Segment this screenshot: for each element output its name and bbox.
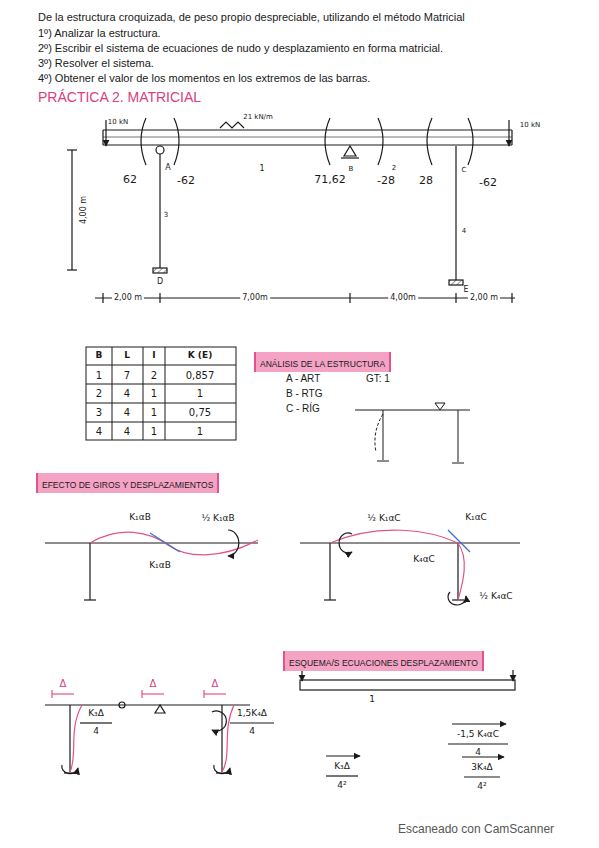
- table-cell: 4: [124, 388, 130, 399]
- table-cell: B: [96, 351, 103, 361]
- heading-text: ESQUEMA/S ECUACIONES DESPLAZAMIENTO: [289, 658, 478, 668]
- analysis-sketch: [355, 403, 470, 463]
- table-cell: 3: [96, 407, 102, 418]
- fraction-term: 4²: [477, 782, 486, 792]
- fraction-term: -1,5 K₄αC: [457, 730, 499, 740]
- displacement-mark: Δ: [212, 678, 219, 689]
- load-label: 10 kN: [520, 122, 540, 130]
- main-structure: [67, 118, 515, 303]
- data-table: [86, 347, 236, 440]
- dimension: 7,00m: [240, 294, 270, 303]
- table-cell: 4: [124, 426, 130, 437]
- moment-value: 62: [123, 174, 137, 186]
- section-heading: ESQUEMA/S ECUACIONES DESPLAZAMIENTO: [283, 651, 484, 671]
- displacement-mark: Δ: [60, 678, 67, 689]
- section-heading: EFECTO DE GIROS Y DESPLAZAMIENTOS: [36, 473, 219, 493]
- table-cell: 4: [96, 426, 102, 437]
- heading-text: ANÁLISIS DE LA ESTRUCTURA: [260, 359, 385, 369]
- watermark: Escaneado con CamScanner: [398, 823, 554, 836]
- effect-term: K₁αB: [149, 561, 171, 571]
- effect-term: ½ K₁αB: [201, 514, 234, 524]
- table-cell: 2: [96, 388, 102, 399]
- table-cell: 0,857: [186, 370, 215, 381]
- table-cell: 4: [124, 407, 130, 418]
- fraction-term: 3K₄Δ: [471, 763, 492, 773]
- table-cell: 1: [151, 407, 157, 418]
- joint-type: A - ART: [286, 373, 320, 384]
- statement-line: 4º) Obtener el valor de los momentos en …: [38, 72, 370, 84]
- table-cell: K (E): [188, 351, 212, 361]
- bar-number: 4: [462, 228, 466, 236]
- joint-type: GT: 1: [366, 373, 390, 384]
- fraction-term: 4²: [337, 781, 346, 791]
- table-cell: 7: [124, 370, 130, 381]
- statement-line: De la estructura croquizada, de peso pro…: [38, 11, 465, 23]
- rotation-effects: [45, 530, 520, 605]
- effect-term: ½ K₄αC: [479, 592, 512, 602]
- effect-term: K₄αC: [413, 555, 435, 565]
- section-heading: ANÁLISIS DE LA ESTRUCTURA: [254, 352, 391, 372]
- moment-value: 71,62: [314, 174, 346, 186]
- effect-term: K₁αC: [465, 513, 487, 523]
- node-letter: C: [462, 167, 467, 175]
- effect-term: K₁αB: [129, 513, 151, 523]
- displacement-schemes: [45, 670, 515, 777]
- table-cell: 1: [197, 426, 203, 437]
- table-cell: L: [124, 351, 130, 361]
- fraction-term: 1,5K₄Δ: [237, 709, 267, 719]
- dimension: 4,00 m: [80, 194, 89, 226]
- bar-number: 1: [369, 695, 375, 705]
- fraction-term: 4: [93, 727, 99, 737]
- table-cell: 1: [151, 426, 157, 437]
- statement-line: 3º) Resolver el sistema.: [38, 57, 154, 69]
- bar-number: 3: [164, 212, 168, 220]
- node-letter: A: [165, 164, 170, 173]
- table-cell: 0,75: [189, 407, 211, 418]
- table-cell: 1: [197, 388, 203, 399]
- dimension: 2,00 m: [468, 294, 500, 303]
- fraction-term: 4: [475, 748, 481, 758]
- displacement-mark: Δ: [150, 678, 157, 689]
- moment-value: -62: [177, 175, 195, 187]
- fraction-term: K₃Δ: [334, 762, 350, 772]
- statement-line: 1º) Analizar la estructura.: [38, 27, 161, 39]
- joint-type: C - RÍG: [286, 403, 320, 414]
- bar-number: 1: [259, 165, 264, 174]
- statement-line: 2º) Escribir el sistema de ecuaciones de…: [38, 42, 443, 54]
- practice-title: PRÁCTICA 2. MATRICIAL: [38, 90, 201, 105]
- heading-text: EFECTO DE GIROS Y DESPLAZAMIENTOS: [42, 480, 213, 490]
- table-cell: 1: [151, 388, 157, 399]
- joint-type: B - RTG: [286, 388, 322, 399]
- load-label: 10 kN: [108, 119, 128, 127]
- effect-term: ½ K₁αC: [367, 514, 400, 524]
- fraction-term: 4: [249, 727, 255, 737]
- fraction-term: K₃Δ: [88, 709, 104, 719]
- node-letter: B: [349, 166, 354, 174]
- node-letter: D: [157, 278, 163, 287]
- table-cell: 2: [151, 370, 157, 381]
- moment-value: -62: [479, 177, 497, 189]
- dimension: 2,00 m: [112, 294, 144, 303]
- table-cell: I: [152, 351, 155, 361]
- moment-value: -28: [377, 175, 395, 187]
- dimension: 4,00m: [388, 294, 418, 303]
- moment-value: 28: [419, 175, 433, 187]
- table-cell: 1: [96, 370, 102, 381]
- load-label: 21 kN/m: [243, 114, 273, 122]
- bar-number: 2: [392, 165, 396, 173]
